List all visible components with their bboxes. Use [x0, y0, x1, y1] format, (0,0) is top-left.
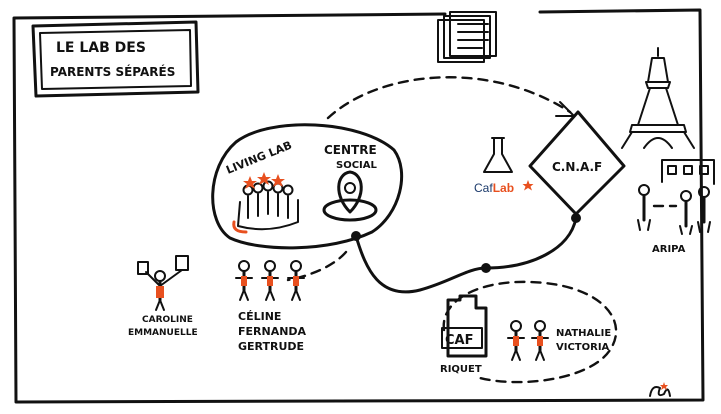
living-lab-group: LIVING LAB — [224, 139, 299, 234]
victoria-label: VICTORIA — [556, 342, 610, 353]
caf-riquet-building: CAF RIQUET — [440, 294, 488, 375]
emmanuelle-label: EMMANUELLE — [128, 328, 198, 338]
link-dot — [351, 231, 361, 241]
cnaf-label: C.N.A.F — [552, 160, 602, 174]
centre-social: CENTRE SOCIAL — [322, 143, 378, 222]
centre-social-label-2: SOCIAL — [336, 160, 378, 171]
fernanda-label: FERNANDA — [238, 325, 307, 338]
person-icon — [235, 260, 253, 301]
building-icon — [661, 159, 715, 185]
location-pin-icon — [337, 170, 363, 214]
title-line-2: PARENTS SÉPARÉS — [50, 64, 175, 79]
sparkle-icon — [522, 180, 534, 191]
artist-signature — [649, 382, 671, 397]
person-icon — [261, 260, 279, 301]
dashed-link-to-cnaf — [326, 76, 572, 120]
caroline-label: CAROLINE — [142, 315, 193, 325]
caflab-caf-text: Caf — [474, 181, 493, 195]
aripa-people — [637, 184, 711, 235]
dashed-link-to-team — [286, 250, 348, 282]
riquet-label: RIQUET — [440, 364, 482, 375]
link-dot — [571, 213, 581, 223]
cnaf-node: C.N.A.F — [528, 110, 626, 216]
celine-label: CÉLINE — [238, 310, 281, 323]
people-group-right: NATHALIE VICTORIA — [507, 320, 611, 361]
centre-social-label-1: CENTRE — [324, 143, 377, 157]
title-line-1: LE LAB DES — [56, 40, 146, 56]
gertrude-label: GERTRUDE — [238, 340, 304, 353]
person-icon — [507, 320, 525, 361]
star-icon — [243, 172, 285, 189]
living-lab-people — [242, 180, 294, 219]
flask-icon — [483, 137, 513, 173]
link-dot — [481, 263, 491, 273]
aripa-node: ARIPA — [637, 159, 715, 255]
nathalie-label: NATHALIE — [556, 328, 611, 339]
solid-link-caf — [354, 216, 578, 294]
person-icon — [531, 320, 549, 361]
title-box: LE LAB DES PARENTS SÉPARÉS — [31, 20, 200, 98]
outer-frame — [12, 8, 705, 404]
people-group-left: CAROLINE EMMANUELLE — [128, 255, 198, 338]
caflab-label: CafLab — [474, 181, 514, 195]
documents-stack-icon — [437, 11, 497, 63]
people-group-center: CÉLINE FERNANDA GERTRUDE — [235, 260, 307, 353]
living-lab-loop — [211, 123, 404, 250]
person-icon — [287, 260, 305, 301]
caflab-lab-text: Lab — [493, 181, 514, 195]
riquet-dashed-loop — [442, 280, 618, 384]
aripa-label: ARIPA — [652, 244, 686, 255]
caflab-node: CafLab — [474, 137, 534, 195]
caf-building-label: CAF — [445, 333, 473, 348]
eiffel-tower-icon — [621, 47, 695, 149]
